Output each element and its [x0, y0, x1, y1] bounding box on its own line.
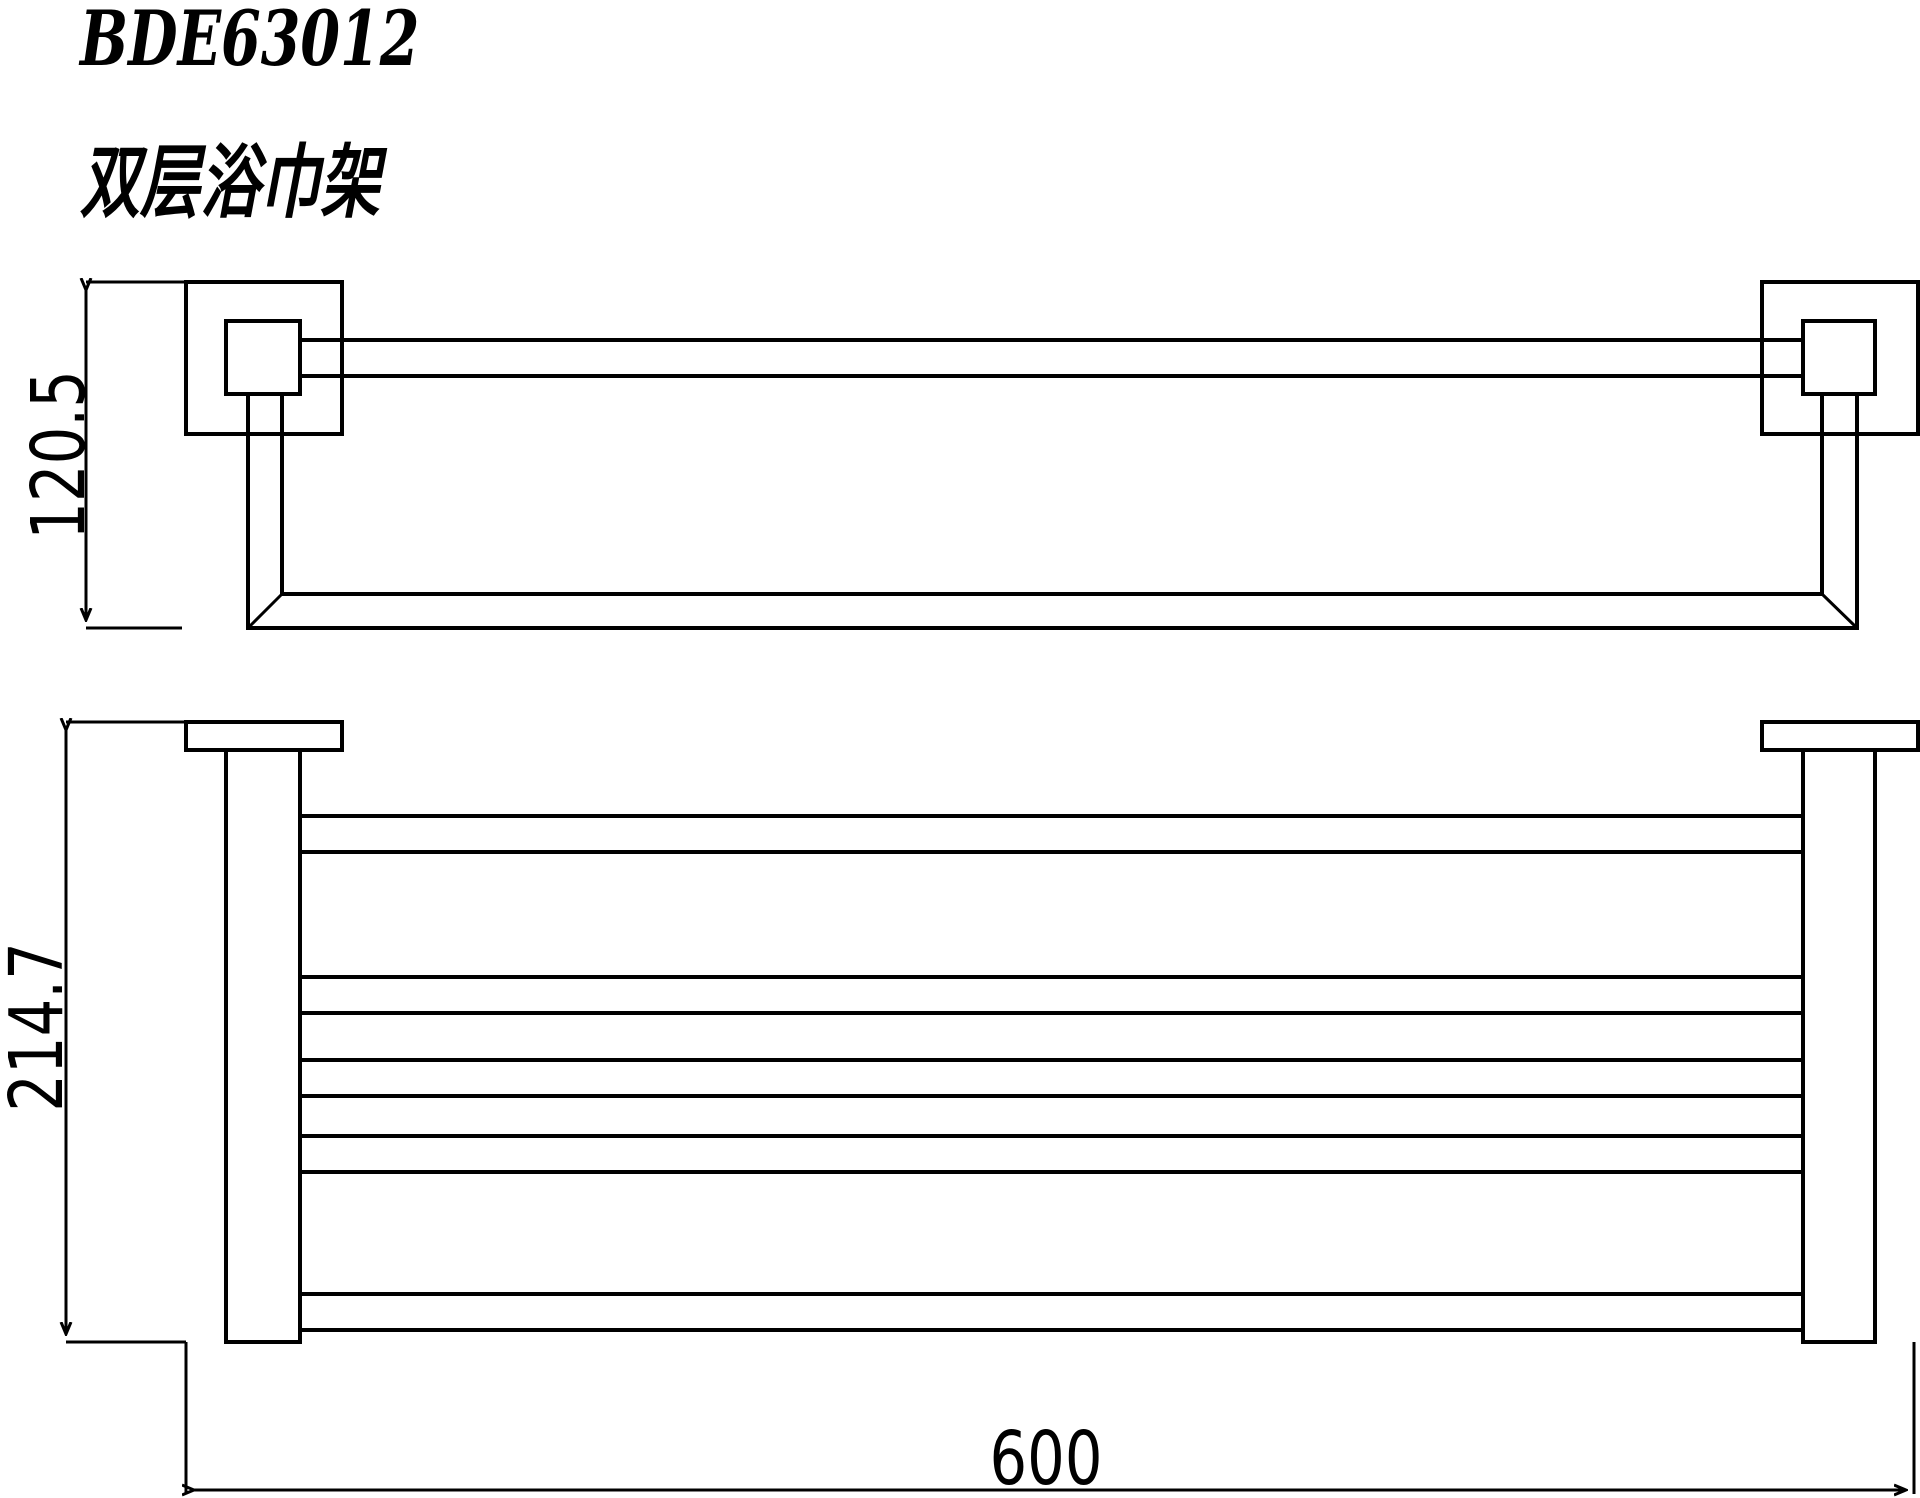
bar-2	[298, 975, 1805, 1015]
top-view	[86, 280, 1920, 630]
dim-height-front: 214.7	[0, 942, 80, 1111]
front-view	[66, 720, 1920, 1494]
left-front-plate	[184, 720, 344, 752]
bar-5	[298, 1292, 1805, 1332]
model-number: BDE63012	[80, 0, 420, 83]
front-frame-inner	[280, 394, 1824, 596]
bar-3	[298, 1058, 1805, 1098]
front-frame-outer	[246, 394, 1859, 630]
right-wall-plate	[1760, 280, 1920, 436]
bar-1	[298, 814, 1805, 854]
right-mount-block	[1801, 319, 1877, 396]
right-post	[1801, 748, 1877, 1344]
bar-4	[298, 1134, 1805, 1174]
product-name: 双层浴巾架	[80, 135, 380, 229]
left-post	[224, 748, 302, 1344]
dim-width: 600	[990, 1416, 1103, 1498]
left-mount-block	[224, 319, 302, 396]
dim-height-top: 120.5	[16, 370, 102, 539]
top-bar	[298, 338, 1805, 378]
left-wall-plate	[184, 280, 344, 436]
right-front-plate	[1760, 720, 1920, 752]
